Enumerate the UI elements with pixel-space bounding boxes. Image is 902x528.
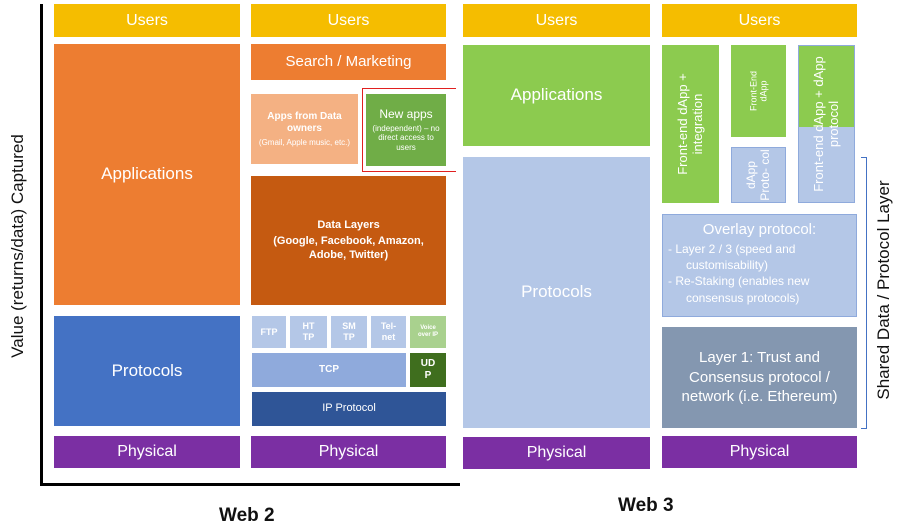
web3-applications-box: Applications — [463, 45, 650, 146]
web2-label: Web 2 — [219, 505, 275, 526]
web2-users-box: Users — [54, 4, 240, 37]
frontend-protocol-box: Front-end dApp + dApp protocol — [798, 45, 855, 203]
new-apps-title: New apps — [379, 107, 433, 122]
new-apps-sub: (independent) – no direct access to user… — [372, 123, 440, 152]
overlay-protocol-box: Overlay protocol: — [662, 214, 857, 317]
search-marketing-box: Search / Marketing — [251, 44, 446, 80]
apps-data-owners-box: Apps from Data owners (Gmail, Apple musi… — [251, 94, 358, 164]
web3-label: Web 3 — [618, 495, 674, 516]
web3-users-box: Users — [463, 4, 650, 37]
data-layers-box: Data Layers (Google, Facebook, Amazon, A… — [251, 176, 446, 305]
web2b-physical-box: Physical — [251, 436, 446, 468]
frontend-integration-label: Front-end dApp + integration — [674, 73, 705, 175]
new-apps-highlight — [362, 88, 456, 172]
web2-applications-label: Applications — [101, 164, 193, 184]
telnet-label: Tel- net — [380, 321, 397, 342]
layer1-box: Layer 1: Trust and Consensus protocol / … — [662, 327, 857, 428]
web2-protocols-label: Protocols — [111, 360, 183, 380]
overlay-protocol-list: - Layer 2 / 3 (speed and customisability… — [668, 241, 854, 306]
frontend-dapp-label: Front-End dApp — [748, 70, 769, 112]
telnet-box: Tel- net — [371, 316, 406, 348]
y-axis-label: Value (returns/data) Captured — [8, 134, 27, 358]
tcp-label: TCP — [319, 364, 339, 375]
web3-applications-label: Applications — [510, 85, 603, 105]
ip-protocol-box: IP Protocol — [252, 392, 446, 426]
web3b-physical-box: Physical — [662, 436, 857, 468]
ip-protocol-label: IP Protocol — [322, 402, 376, 415]
overlay-protocol-title: Overlay protocol: — [702, 221, 817, 238]
voip-box: Voice over IP — [410, 316, 446, 348]
udp-label: UD P — [420, 358, 436, 381]
tcp-box: TCP — [252, 353, 406, 387]
web3-protocols-box: Protocols — [463, 157, 650, 428]
x-axis-line — [40, 483, 460, 486]
ftp-label: FTP — [260, 326, 278, 337]
web2b-physical-label: Physical — [318, 443, 379, 461]
web2-protocols-box: Protocols — [54, 316, 240, 426]
shared-layer-bracket — [861, 157, 867, 429]
dapp-protocol-label: dApp Proto- col — [743, 149, 772, 201]
http-label: HT TP — [302, 321, 315, 342]
web3b-physical-label: Physical — [729, 443, 790, 461]
dapp-protocol-box: dApp Proto- col — [731, 147, 786, 203]
udp-box: UD P — [410, 353, 446, 387]
overlay-item-layer23: - Layer 2 / 3 (speed and customisability… — [668, 242, 796, 273]
frontend-protocol-label: Front-end dApp + dApp protocol — [810, 56, 841, 192]
new-apps-box: New apps (independent) – no direct acces… — [366, 94, 446, 166]
web2b-users-box: Users — [251, 4, 446, 37]
frontend-protocol-split — [799, 46, 854, 128]
web3-physical-label: Physical — [526, 444, 587, 462]
smtp-box: SM TP — [331, 316, 367, 348]
web3b-users-box: Users — [662, 4, 857, 37]
web2-applications-box: Applications — [54, 44, 240, 305]
web3b-users-label: Users — [738, 11, 781, 29]
apps-data-owners-sub: (Gmail, Apple music, etc.) — [258, 137, 351, 147]
web2b-users-label: Users — [327, 11, 370, 29]
search-marketing-label: Search / Marketing — [285, 53, 412, 70]
data-layers-sub: (Google, Facebook, Amazon, Adobe, Twitte… — [273, 235, 424, 261]
web3-protocols-label: Protocols — [521, 282, 592, 302]
frontend-dapp-box: Front-End dApp — [731, 45, 786, 137]
http-box: HT TP — [290, 316, 327, 348]
smtp-label: SM TP — [342, 321, 356, 342]
web2-physical-box: Physical — [54, 436, 240, 468]
right-axis-label: Shared Data / Protocol Layer — [874, 180, 893, 400]
data-layers-title: Data Layers — [317, 219, 380, 232]
web2-users-label: Users — [126, 11, 168, 29]
voip-label: Voice over IP — [417, 324, 438, 338]
web3-physical-box: Physical — [463, 437, 650, 469]
frontend-integration-box: Front-end dApp + integration — [662, 45, 719, 203]
overlay-item-restaking: - Re-Staking (enables new consensus prot… — [668, 274, 810, 305]
layer1-label: Layer 1: Trust and Consensus protocol / … — [681, 349, 838, 406]
apps-data-owners-title: Apps from Data owners — [267, 110, 342, 134]
ftp-box: FTP — [252, 316, 286, 348]
y-axis-line — [40, 4, 43, 486]
web2-physical-label: Physical — [117, 443, 177, 461]
web3-users-label: Users — [535, 11, 578, 29]
